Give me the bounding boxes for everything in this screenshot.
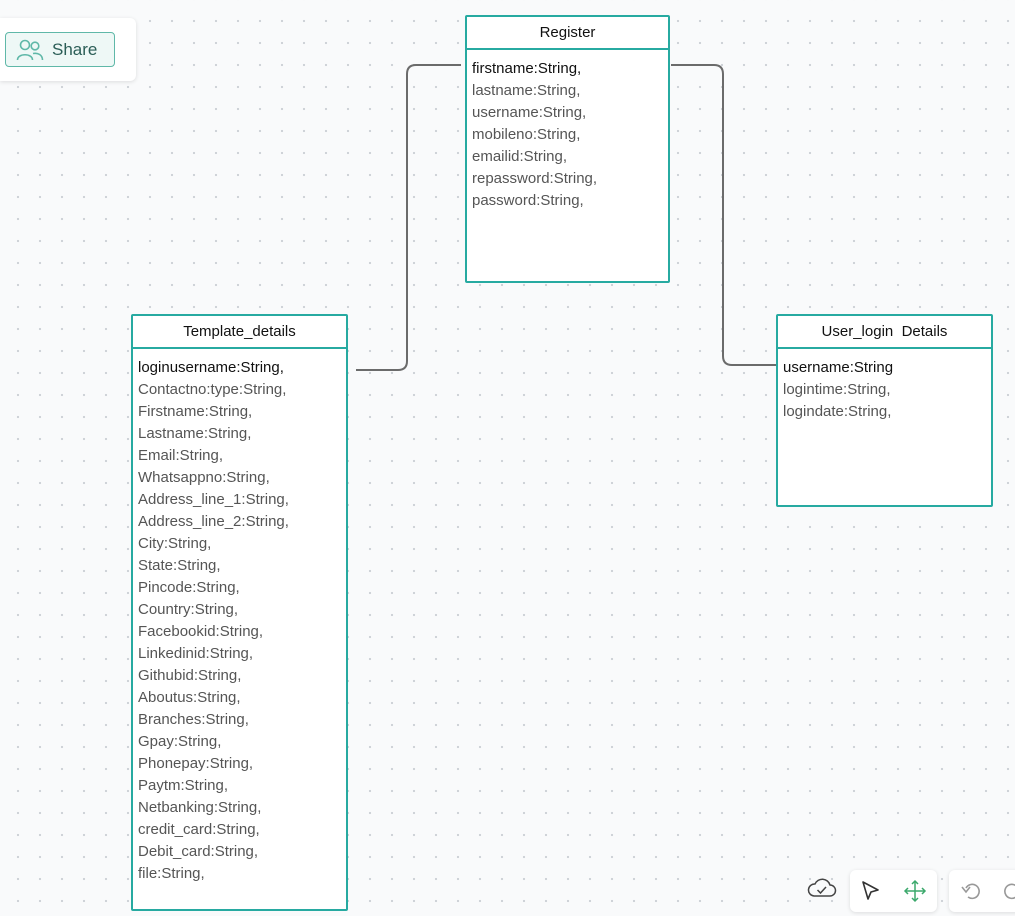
attribute-row: loginusername:String,: [138, 359, 284, 376]
attribute-row: username:String: [783, 359, 894, 376]
select-pointer-icon[interactable]: [857, 879, 883, 903]
attribute-row: Pincode:String,: [138, 579, 240, 596]
attribute-row: credit_card:String,: [138, 821, 260, 838]
move-icon[interactable]: [902, 879, 928, 903]
attribute-row: logintime:String,: [783, 381, 891, 398]
connector-register-userlogin: [671, 64, 777, 366]
attribute-list: loginusername:String, Contactno:type:Stri…: [133, 349, 346, 885]
people-icon: [16, 39, 44, 60]
redo-icon[interactable]: [999, 879, 1015, 903]
attribute-row: Aboutus:String,: [138, 689, 241, 706]
attribute-row: Address_line_1:String,: [138, 491, 289, 508]
entity-user-login[interactable]: User_login Details username:String logint…: [776, 314, 993, 507]
attribute-row: emailid:String,: [472, 148, 568, 165]
share-button[interactable]: Share: [5, 32, 115, 67]
attribute-row: Netbanking:String,: [138, 799, 262, 816]
attribute-row: mobileno:String,: [472, 126, 581, 143]
attribute-row: file:String,: [138, 865, 205, 882]
attribute-row: Firstname:String,: [138, 403, 253, 420]
attribute-list: firstname:String, lastname:String, usernam…: [467, 50, 668, 212]
attribute-row: Paytm:String,: [138, 777, 229, 794]
share-label: Share: [52, 39, 98, 59]
entity-register[interactable]: Register firstname:String, lastname:Strin…: [465, 15, 670, 283]
attribute-row: State:String,: [138, 557, 221, 574]
entity-title: User_login Details: [778, 316, 991, 349]
attribute-row: lastname:String,: [472, 82, 581, 99]
tool-group: [850, 870, 937, 912]
attribute-row: repassword:String,: [472, 170, 598, 187]
entity-template-details[interactable]: Template_details loginusername:String, Co…: [131, 314, 348, 911]
attribute-row: Whatsappno:String,: [138, 469, 270, 486]
cloud-sync-icon[interactable]: [806, 876, 838, 900]
history-group: [949, 870, 1015, 912]
attribute-row: firstname:String,: [472, 60, 582, 77]
attribute-row: logindate:String,: [783, 403, 892, 420]
attribute-row: Githubid:String,: [138, 667, 242, 684]
share-panel: Share: [0, 18, 136, 81]
attribute-row: Address_line_2:String,: [138, 513, 289, 530]
connector-template-register: [356, 64, 461, 371]
attribute-row: Phonepay:String,: [138, 755, 254, 772]
attribute-row: Contactno:type:String,: [138, 381, 287, 398]
attribute-row: Gpay:String,: [138, 733, 222, 750]
attribute-row: Email:String,: [138, 447, 224, 464]
entity-title: Template_details: [133, 316, 346, 349]
entity-title: Register: [467, 17, 668, 50]
attribute-row: Lastname:String,: [138, 425, 252, 442]
attribute-row: password:String,: [472, 192, 584, 209]
attribute-row: Country:String,: [138, 601, 239, 618]
attribute-row: Branches:String,: [138, 711, 249, 728]
attribute-row: Facebookid:String,: [138, 623, 264, 640]
attribute-row: Debit_card:String,: [138, 843, 259, 860]
attribute-row: Linkedinid:String,: [138, 645, 254, 662]
attribute-row: username:String,: [472, 104, 587, 121]
attribute-list: username:String logintime:String, logindat…: [778, 349, 991, 423]
undo-icon[interactable]: [959, 879, 985, 903]
attribute-row: City:String,: [138, 535, 212, 552]
